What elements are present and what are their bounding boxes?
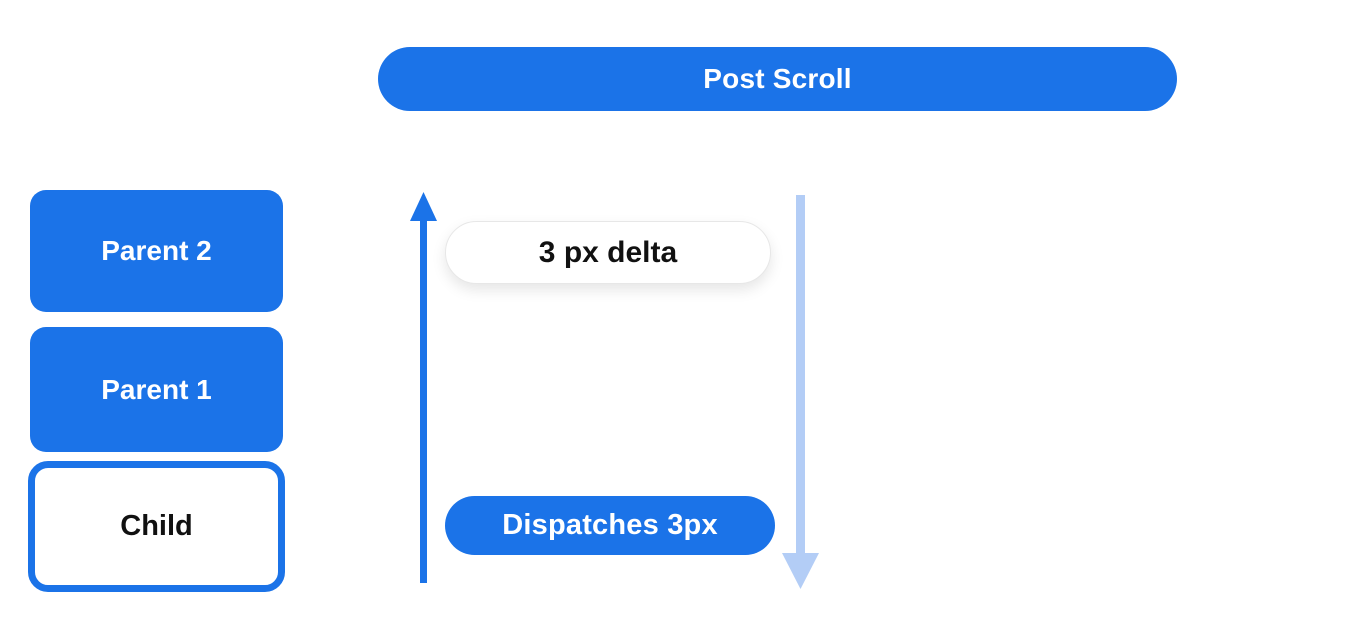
post-scroll-banner: Post Scroll bbox=[378, 47, 1177, 111]
delta-pill: 3 px delta bbox=[445, 221, 771, 284]
upward-arrow-icon bbox=[410, 192, 437, 583]
child-label: Child bbox=[120, 510, 193, 542]
child-box: Child bbox=[28, 461, 285, 592]
dispatches-label: Dispatches 3px bbox=[502, 509, 718, 541]
parent-1-box: Parent 1 bbox=[30, 327, 283, 452]
post-scroll-label: Post Scroll bbox=[703, 63, 852, 94]
downward-arrow-icon bbox=[782, 195, 819, 589]
parent-2-label: Parent 2 bbox=[101, 235, 212, 266]
dispatches-pill: Dispatches 3px bbox=[445, 496, 775, 555]
parent-2-box: Parent 2 bbox=[30, 190, 283, 312]
delta-label: 3 px delta bbox=[538, 235, 678, 269]
parent-1-label: Parent 1 bbox=[101, 373, 212, 405]
